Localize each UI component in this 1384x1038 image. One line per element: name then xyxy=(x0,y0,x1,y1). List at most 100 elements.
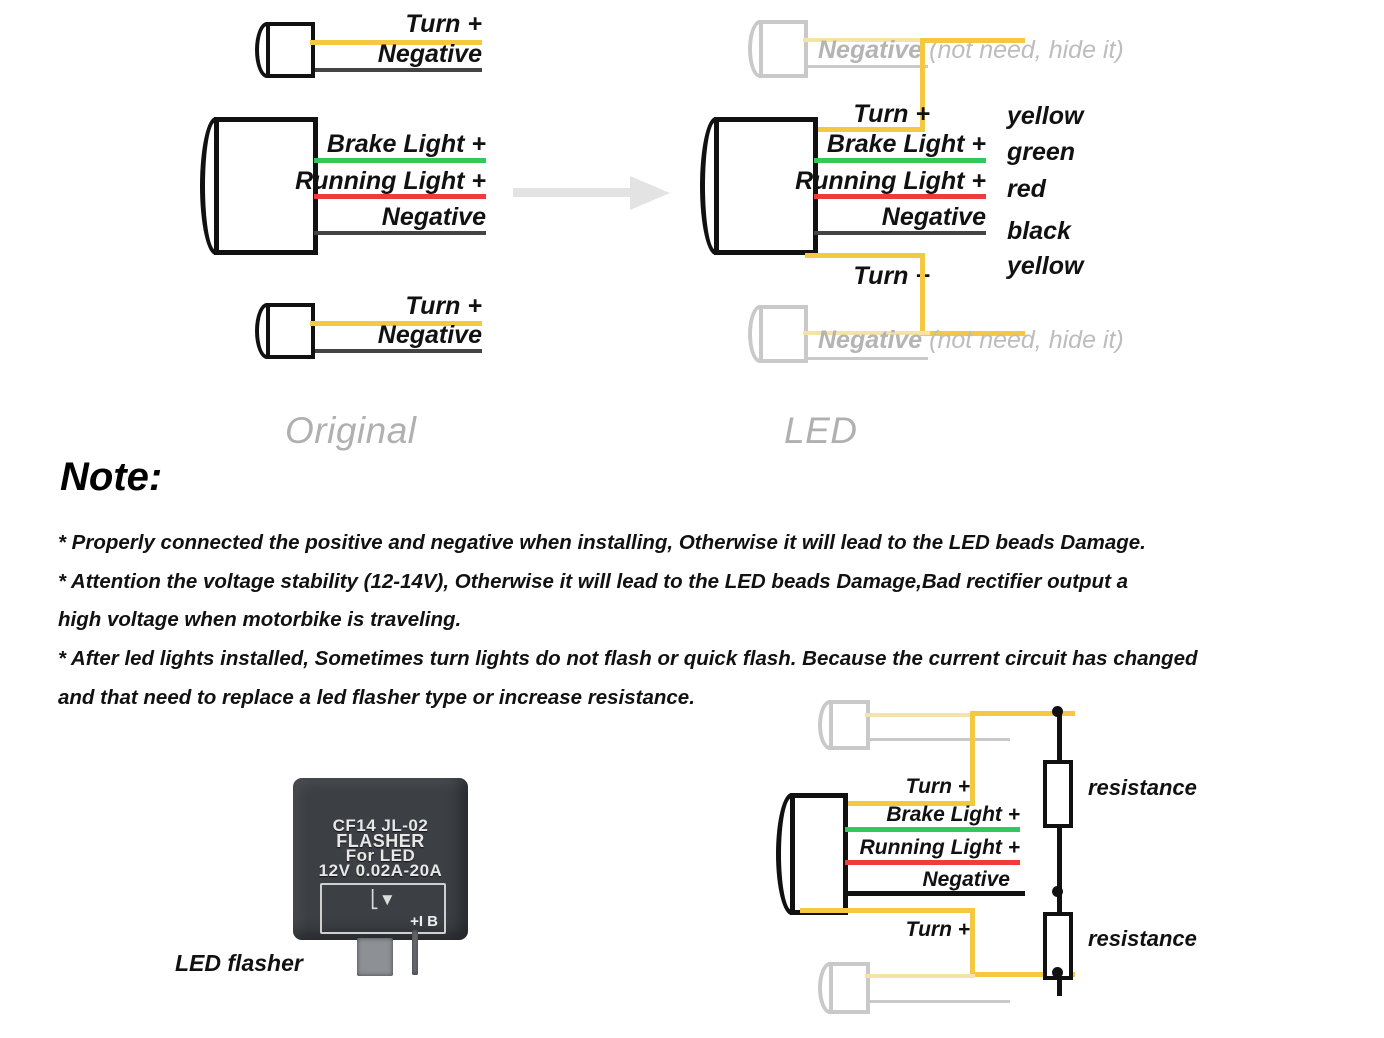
relay-label-line-2: FLASHER xyxy=(336,831,425,851)
led-top-turn-ghost-negative-wire xyxy=(806,65,928,68)
relay-pin-narrow xyxy=(412,930,418,975)
resistor-bottom-junction-dot xyxy=(1052,967,1063,978)
led-running-wire xyxy=(814,194,986,199)
circuit-bottom-ghost-yellow-wire xyxy=(865,974,975,978)
original-bottom-turn-label-2: Negative xyxy=(377,321,482,349)
circuit-negative-label: Negative xyxy=(922,868,1010,891)
transition-arrow-head xyxy=(630,176,670,210)
led-top-turn-ghost-yellow-wire xyxy=(803,38,930,42)
circuit-running-wire xyxy=(845,860,1020,865)
led-flasher-relay: CF14 JL-02 FLASHER For LED 12V 0.02A-20A… xyxy=(293,778,468,940)
led-bottom-turn-yellow-drop xyxy=(920,253,925,335)
led-bottom-turn-hide-bold: Negative xyxy=(818,326,923,354)
circuit-bottom-ghost-negative-wire xyxy=(868,1000,1010,1003)
circuit-top-turn-lamp-ghost xyxy=(818,700,870,750)
led-main-turn-top-wire xyxy=(805,127,925,132)
relay-terminal-panel: ⎣▼ +I B xyxy=(320,883,446,934)
circuit-running-label: Running Light + xyxy=(859,836,1020,859)
circuit-brake-label: Brake Light + xyxy=(886,803,1020,826)
legend-color-4: yellow xyxy=(1007,252,1084,280)
circuit-bottom-turn-lamp-ghost xyxy=(818,962,870,1014)
led-brake-label: Brake Light + xyxy=(826,130,986,158)
led-bottom-turn-ghost-yellow-wire xyxy=(803,331,930,335)
note-line-1: * Attention the voltage stability (12-14… xyxy=(58,570,1128,593)
original-bottom-turn-lamp xyxy=(255,303,315,359)
led-bottom-turn-yellow-run xyxy=(920,331,1025,336)
original-negative-label: Negative xyxy=(381,203,486,231)
original-caption: Original xyxy=(285,410,417,451)
resistor-top-lead-lower xyxy=(1057,826,1062,894)
circuit-top-yellow-top-run xyxy=(970,711,1075,716)
ground-symbol-icon: ⎣▼ xyxy=(370,890,396,909)
lamp-body xyxy=(214,117,318,255)
legend-color-0: yellow xyxy=(1007,102,1084,130)
led-negative-label: Negative xyxy=(881,203,986,231)
lamp-body xyxy=(829,700,870,750)
led-main-lamp xyxy=(700,117,818,255)
note-heading: Note: xyxy=(60,455,163,499)
circuit-top-ghost-negative-wire xyxy=(868,738,1010,741)
led-running-label: Running Light + xyxy=(795,167,986,195)
circuit-brake-wire xyxy=(845,827,1020,832)
original-top-turn-label-1: Turn + xyxy=(405,10,482,38)
lamp-body xyxy=(266,303,315,359)
original-bottom-turn-label-1: Turn + xyxy=(405,292,482,320)
led-top-turn-yellow-drop xyxy=(920,38,925,130)
led-bottom-turn-ghost-negative-wire xyxy=(806,357,928,360)
lamp-body xyxy=(759,20,808,78)
original-top-turn-yellow-wire xyxy=(310,40,482,45)
circuit-bottom-yellow-drop xyxy=(970,908,975,976)
circuit-top-yellow-drop xyxy=(970,711,975,805)
original-running-label: Running Light + xyxy=(295,167,486,195)
transition-arrow-shaft xyxy=(513,188,643,197)
original-top-turn-label-2: Negative xyxy=(377,40,482,68)
original-brake-label: Brake Light + xyxy=(326,130,486,158)
original-top-turn-lamp xyxy=(255,22,315,78)
relay-label-line-1: CF14 JL-02 xyxy=(332,816,429,835)
led-bottom-turn-hide-label: Negative (not need, hide it) xyxy=(818,326,1124,355)
resistor-top-junction-dot xyxy=(1052,706,1063,717)
circuit-main-turn-bottom-wire xyxy=(800,908,975,913)
original-top-turn-negative-wire xyxy=(315,68,482,72)
original-bottom-turn-yellow-wire xyxy=(310,321,482,326)
note-line-3: * After led lights installed, Sometimes … xyxy=(58,647,1198,670)
relay-panel-marking: +I B xyxy=(410,913,438,930)
legend-color-1: green xyxy=(1007,138,1076,166)
led-bottom-turn-hide-thin: (not need, hide it) xyxy=(929,326,1124,354)
circuit-bottom-yellow-run xyxy=(970,972,1075,977)
original-brake-wire xyxy=(314,158,486,163)
led-top-turn-hide-label: Negative (not need, hide it) xyxy=(818,36,1124,65)
note-line-2: high voltage when motorbike is traveling… xyxy=(58,608,462,631)
led-top-turn-yellow-run xyxy=(920,38,1025,43)
original-main-lamp xyxy=(200,117,318,255)
led-top-turn-hide-bold: Negative xyxy=(818,36,923,64)
relay-pin-wide xyxy=(357,938,393,976)
resistor-top-lead-upper xyxy=(1057,711,1062,777)
lamp-body xyxy=(266,22,315,78)
circuit-top-ghost-yellow-wire xyxy=(865,713,975,717)
led-flasher-caption: LED flasher xyxy=(175,950,303,976)
resistance-top-label: resistance xyxy=(1088,775,1197,800)
lamp-body xyxy=(829,962,870,1014)
resistance-bottom-label: resistance xyxy=(1088,926,1197,951)
relay-label-line-4: 12V 0.02A-20A xyxy=(318,861,443,880)
note-line-0: * Properly connected the positive and ne… xyxy=(58,531,1146,554)
resistor-bottom-lead-lower xyxy=(1057,978,1062,996)
led-main-turn-bottom-wire xyxy=(805,253,925,258)
led-brake-wire xyxy=(814,158,986,163)
resistor-top xyxy=(1043,760,1073,828)
circuit-turn-top-label: Turn + xyxy=(905,775,970,798)
led-turn-top-label: Turn + xyxy=(853,100,930,128)
negative-bus-junction-dot xyxy=(1052,886,1063,897)
original-negative-wire xyxy=(314,231,486,235)
circuit-turn-bottom-label: Turn + xyxy=(905,918,970,941)
circuit-negative-bus xyxy=(845,891,1025,896)
led-caption: LED xyxy=(784,410,858,451)
original-bottom-turn-negative-wire xyxy=(315,349,482,353)
resistor-bottom-lead-upper xyxy=(1057,891,1062,931)
legend-color-3: black xyxy=(1007,217,1071,245)
lamp-body xyxy=(759,305,808,363)
circuit-main-turn-top-wire xyxy=(800,801,975,806)
led-negative-wire xyxy=(814,231,986,235)
